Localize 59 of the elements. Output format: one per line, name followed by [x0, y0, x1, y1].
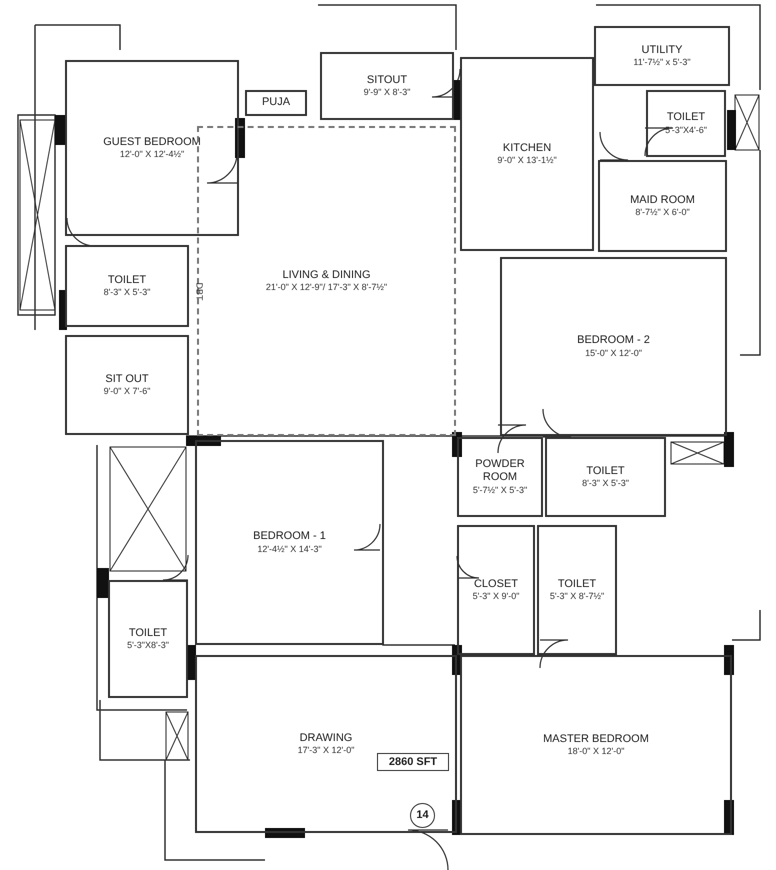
room-name: TOILET [108, 274, 146, 288]
room-dimensions: 8'-7½" X 6'-0" [635, 207, 690, 218]
room-dimensions: 9'-0" X 7'-6" [104, 386, 150, 398]
room-outline [457, 525, 535, 655]
room-name: TOILET [558, 578, 596, 592]
room-dimensions: 5'-3" X 9'-0" [472, 591, 520, 602]
room-name: SITOUT [366, 74, 408, 88]
room-outline [195, 655, 457, 833]
area-label: 2860 SFT [388, 756, 438, 768]
room-outline [65, 60, 239, 236]
room-outline [65, 245, 189, 327]
room-outline [500, 257, 727, 436]
room-name: BEDROOM - 1 [253, 530, 326, 544]
room-name: TOILET [128, 626, 168, 640]
room-name: MASTER BEDROOM [543, 732, 649, 746]
room-dimensions: 5'-3"X4'-6" [665, 124, 707, 136]
room-dimensions: 5'-7½" X 5'-3" [472, 485, 528, 496]
room-outline [460, 57, 594, 251]
room-dimensions: 21'-0" X 12'-9"/ 17'-3" X 8'-7½" [266, 282, 388, 294]
room-name: MAID ROOM [630, 194, 695, 208]
room-name: BEDROOM - 2 [577, 334, 650, 348]
room-outline [537, 525, 617, 655]
room-dimensions: 5'-3"X8'-3" [127, 640, 169, 652]
room-outline [457, 437, 543, 517]
room-name: POWDER ROOM [474, 458, 526, 486]
room-outline [545, 437, 666, 517]
room-dimensions: 5'-3" X 8'-7½" [550, 591, 604, 602]
room-name: SIT OUT [105, 372, 149, 386]
room-outline [646, 90, 726, 157]
room-name: DRAWING [300, 732, 352, 746]
room-name: TOILET [666, 111, 706, 125]
room-outline [108, 580, 188, 698]
room-name: TOILET [586, 464, 625, 478]
room-outline [65, 335, 189, 435]
room-name: GUEST BEDROOM [103, 136, 201, 150]
room-outline [195, 440, 384, 645]
room-dimensions: 11'-7½" x 5'-3" [633, 57, 691, 68]
room-dimensions: 17'-3" X 12'-0" [298, 745, 354, 756]
room-outline [598, 160, 727, 252]
room-dimensions: 9'-0" X 13'-1½" [497, 155, 557, 166]
room-dimensions: 12'-0" X 12'-4½" [120, 149, 184, 160]
room-name: KITCHEN [502, 142, 552, 156]
room-name: UTILITY [642, 44, 682, 58]
area-tag [377, 753, 449, 771]
room-dimensions: 15'-0" X 12'-0" [585, 348, 642, 359]
room-dimensions: 12'-4½" X 14'-3" [257, 544, 322, 555]
room-outline [245, 90, 307, 116]
room-outline [320, 52, 454, 120]
room-outline [594, 26, 730, 86]
room-name: LIVING & DINING [282, 268, 371, 282]
room-dimensions: 18'-0" X 12'-0" [568, 746, 624, 758]
area-label: 14 [416, 810, 429, 821]
room-dimensions: 8'-3" X 5'-3" [104, 287, 150, 298]
duct-label: DBT [194, 282, 204, 300]
room-name: CLOSET [474, 578, 518, 592]
room-outline [460, 655, 732, 835]
room-dimensions: 9'-9" X 8'-3" [364, 87, 410, 98]
room-dimensions: 8'-3" X 5'-3" [582, 478, 629, 490]
room-name: PUJA [262, 96, 290, 110]
